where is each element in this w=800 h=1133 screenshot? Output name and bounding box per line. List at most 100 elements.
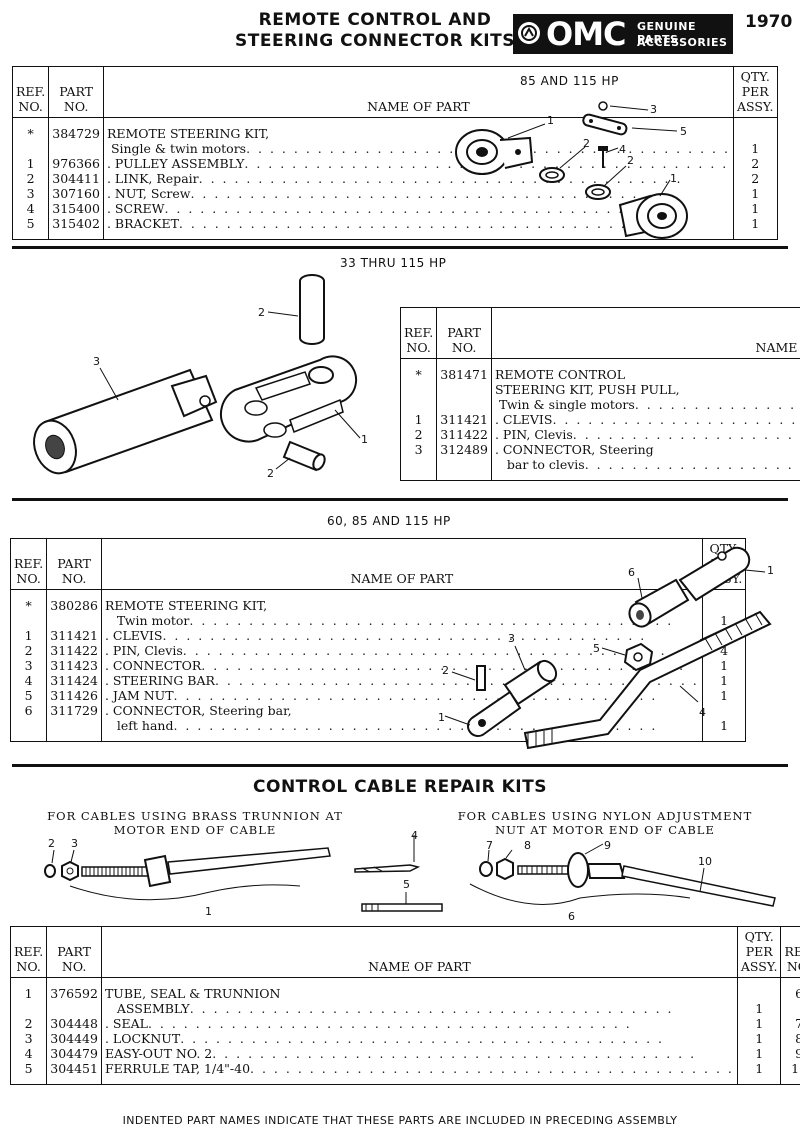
part-name-text: . NUT, Screw: [106, 186, 191, 201]
part-name-text: . PULLEY ASSEMBLY: [106, 156, 245, 171]
callout-s1-2b: 2: [627, 154, 634, 167]
ref-cell: 3: [11, 186, 50, 201]
qty-cell: 2: [732, 156, 778, 171]
part-number-cell: 381471: [436, 367, 492, 382]
part-name-cell: . NUT, Screw: [102, 186, 734, 201]
part-name-text: REMOTE STEERING KIT,: [104, 598, 268, 613]
omc-logo: OMC GENUINE PARTS ACCESSORIES: [513, 14, 733, 54]
part-name-cell: ASSEMBLY: [100, 1001, 738, 1016]
qty-cell: 1: [732, 201, 778, 216]
part-name-text: TUBE, SEAL & TRUNNION: [104, 986, 281, 1001]
callout-s4-2: 2: [48, 837, 55, 850]
ref-col-header: REF.NO.: [11, 66, 50, 118]
name-col-header: NAME OF PART: [490, 307, 800, 359]
part-name-text: STEERING KIT, PUSH PULL,: [494, 382, 680, 397]
part-name-cell: EASY-OUT NO. 2: [100, 1046, 738, 1061]
leader-dots: [250, 1061, 734, 1076]
callout-s1-3: 3: [650, 103, 657, 116]
part-number-cell: 311729: [46, 703, 102, 718]
part-number-cell: 311426: [46, 688, 102, 703]
part-name-text: . SEAL: [104, 1016, 148, 1031]
callout-s3-4: 4: [699, 706, 706, 719]
table-row: bar to clevis1: [399, 457, 800, 472]
leader-dots: [190, 1001, 734, 1016]
ref-cell: 1: [9, 986, 48, 1001]
qty-cell: 1: [732, 216, 778, 231]
part-name-text: Single & twin motors: [106, 141, 247, 156]
qty-cell: 1: [736, 1016, 782, 1031]
part-name-text: . CONNECTOR, Steering bar,: [104, 703, 292, 718]
footer-note: INDENTED PART NAMES INDICATE THAT THESE …: [122, 1114, 678, 1127]
table-row: ASSEMBLY1 ASSEMBLY1: [9, 1001, 800, 1016]
pulley-left-drawing: [455, 129, 534, 175]
title-line-1: REMOTE CONTROL AND: [258, 10, 492, 30]
ref-cell: [399, 457, 438, 472]
section-divider-3: [12, 764, 788, 767]
part-name-text: bar to clevis: [494, 457, 585, 472]
qty-cell: 1: [732, 186, 778, 201]
spacer-row: [9, 1076, 800, 1085]
part-number-cell: 311422: [46, 643, 102, 658]
accessories-text: ACCESSORIES: [637, 36, 728, 49]
clevis-kit-illustration: [33, 274, 361, 475]
part-number-cell: 311424: [46, 673, 102, 688]
qty-cell: 1: [701, 673, 747, 688]
callout-s3-2: 2: [442, 664, 449, 677]
part-name-cell: REMOTE CONTROL: [490, 367, 800, 382]
leader-dots: [573, 427, 800, 442]
ref-cell: *: [11, 126, 50, 141]
section1-caption: 85 AND 115 HP: [520, 74, 619, 88]
qty-cell: 1: [732, 141, 778, 156]
part-name-text: . PIN, Clevis: [104, 643, 183, 658]
part-name-text: . CLEVIS: [494, 412, 553, 427]
name-col-header: NAME OF PART: [100, 926, 738, 978]
callout-s4-5: 5: [403, 878, 410, 891]
part-name-cell: Twin & single motors: [490, 397, 800, 412]
spacer-row: [11, 117, 778, 126]
callout-s1-5: 5: [680, 125, 687, 138]
part-number-cell: 311423: [46, 658, 102, 673]
part-name-text: Twin motor: [104, 613, 190, 628]
ref-cell: 4: [9, 673, 48, 688]
part-number-cell: [46, 1001, 102, 1016]
part-name-text: Twin & single motors: [494, 397, 635, 412]
part-name-text: . LINK, Repair: [106, 171, 199, 186]
qty-cell: 1: [736, 1046, 782, 1061]
section-divider-1: [12, 246, 788, 249]
ref-cell: 2: [399, 427, 438, 442]
callout-s2-1: 1: [361, 433, 368, 446]
part-number-cell: 312489: [436, 442, 492, 457]
ref-cell: 2: [9, 1016, 48, 1031]
part-name-cell: . PIN, Clevis: [100, 643, 703, 658]
ref-cell: 3: [9, 658, 48, 673]
callout-s4-3: 3: [71, 837, 78, 850]
ref-cell: [9, 718, 48, 733]
part-name-cell: . PULLEY ASSEMBLY: [102, 156, 734, 171]
part-number-cell: 304411: [48, 171, 104, 186]
part-name-cell: FERRULE TAP, 1/4"-40: [100, 1061, 738, 1076]
qty-cell: 1: [701, 688, 747, 703]
qty-cell: 1: [736, 1031, 782, 1046]
part-number-cell: 304479: [46, 1046, 102, 1061]
leader-dots: [212, 1046, 734, 1061]
callout-s4-4: 4: [411, 829, 418, 842]
ref-cell: [9, 613, 48, 628]
ref-cell: 7: [780, 1016, 800, 1031]
pulley-right-drawing: [618, 193, 688, 239]
